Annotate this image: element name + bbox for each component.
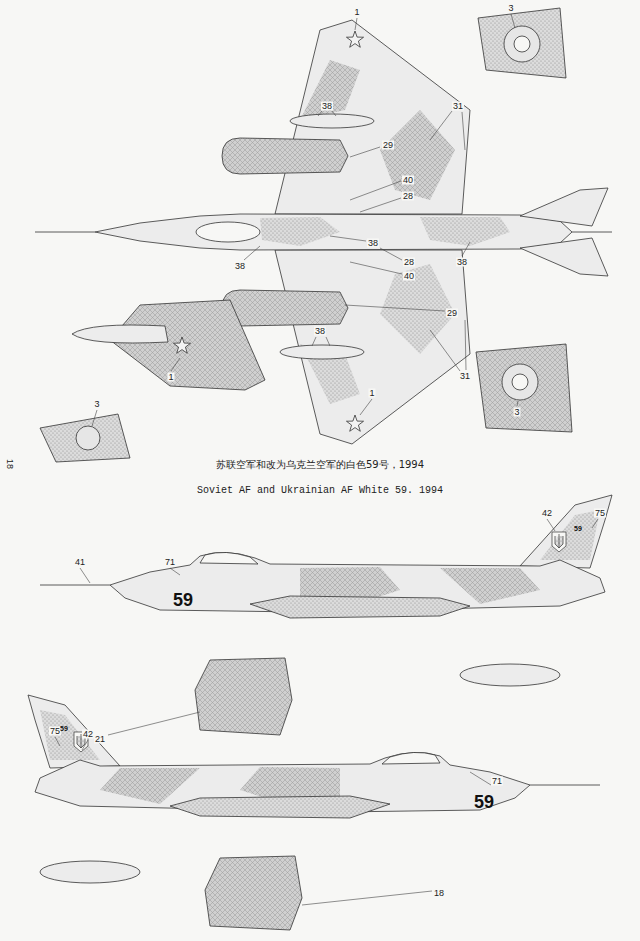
callout-number: 3: [513, 408, 520, 417]
callout-number: 31: [459, 372, 471, 381]
nacelle-side: [195, 658, 292, 735]
nacelle-front: [502, 364, 538, 400]
nacelle-front: [504, 26, 540, 62]
star-insignia: [346, 415, 363, 431]
star-insignia: [346, 31, 363, 47]
callout-number: 40: [403, 272, 415, 281]
trident-emblem: [552, 532, 566, 552]
callout-number: 38: [234, 262, 246, 271]
side-view: [40, 495, 612, 618]
callout-number: 21: [94, 735, 106, 744]
callout-number: 3: [507, 4, 514, 13]
upper-wing-camo: [300, 60, 455, 200]
nacelle-side: [205, 856, 302, 930]
callout-number: 75: [49, 727, 61, 736]
tailplane: [520, 188, 608, 226]
pitot-probe: [40, 585, 110, 586]
page-number: 18: [5, 458, 14, 470]
nacelle-intake: [512, 374, 528, 390]
tail-number: 59: [60, 725, 68, 732]
callout-number: 38: [456, 258, 468, 267]
drop-tank: [290, 114, 374, 128]
tail-number: 59: [574, 525, 582, 532]
callout-number: 3: [93, 400, 100, 409]
wingtip-detail: [478, 8, 566, 78]
wing-panel: [110, 300, 265, 390]
callout-number: 18: [433, 889, 445, 898]
callout-number: 29: [382, 141, 394, 150]
canopy: [196, 222, 260, 242]
callout-number: 28: [402, 192, 414, 201]
callout-number: 1: [353, 8, 360, 17]
fin: [520, 495, 612, 568]
detail-parts: [40, 658, 560, 930]
callout-number: 71: [491, 777, 503, 786]
caption-chinese: 苏联空军和改为乌克兰空军的白色59号，1994: [216, 460, 424, 470]
wingtip-detail: [476, 344, 572, 432]
drop-tank: [460, 664, 560, 686]
star-insignia: [173, 337, 190, 353]
callout-number: 40: [402, 176, 414, 185]
fin-camo: [540, 510, 600, 560]
engine-nacelle: [222, 138, 348, 174]
callout-number: 42: [82, 730, 94, 739]
pitot-probe: [35, 232, 95, 233]
fuselage-camo: [260, 217, 510, 246]
callout-number: 28: [403, 258, 415, 267]
board-number: 59: [474, 793, 494, 811]
callout-number: 1: [167, 373, 174, 382]
tail-cone: [572, 232, 612, 233]
side-view-mirrored: [28, 695, 600, 818]
drop-tank: [72, 325, 168, 343]
drop-tank: [280, 345, 364, 359]
callout-number: 29: [446, 309, 458, 318]
tailplane: [520, 238, 608, 276]
wingtip-detail: [40, 414, 130, 462]
callout-number: 38: [321, 102, 333, 111]
leader-lines: [55, 14, 598, 905]
callout-number: 38: [367, 239, 379, 248]
callout-number: 31: [452, 102, 464, 111]
engine-nacelle: [250, 596, 470, 618]
callout-number: 75: [594, 509, 606, 518]
caption-english: Soviet AF and Ukrainian AF White 59. 199…: [197, 486, 443, 496]
plan-view: [35, 8, 612, 462]
fuselage: [95, 214, 572, 250]
upper-wing: [275, 20, 470, 214]
lower-wing-camo: [300, 264, 455, 404]
callout-number: 41: [74, 558, 86, 567]
callout-number: 42: [541, 509, 553, 518]
callout-number: 1: [368, 389, 375, 398]
nacelle-front: [76, 426, 100, 450]
callout-number: 38: [314, 327, 326, 336]
nacelle-intake: [514, 36, 530, 52]
drop-tank: [40, 861, 140, 883]
board-number: 59: [173, 591, 193, 609]
engine-nacelle: [222, 290, 348, 326]
callout-number: 71: [164, 558, 176, 567]
lower-wing: [275, 250, 470, 444]
canopy: [200, 552, 258, 564]
